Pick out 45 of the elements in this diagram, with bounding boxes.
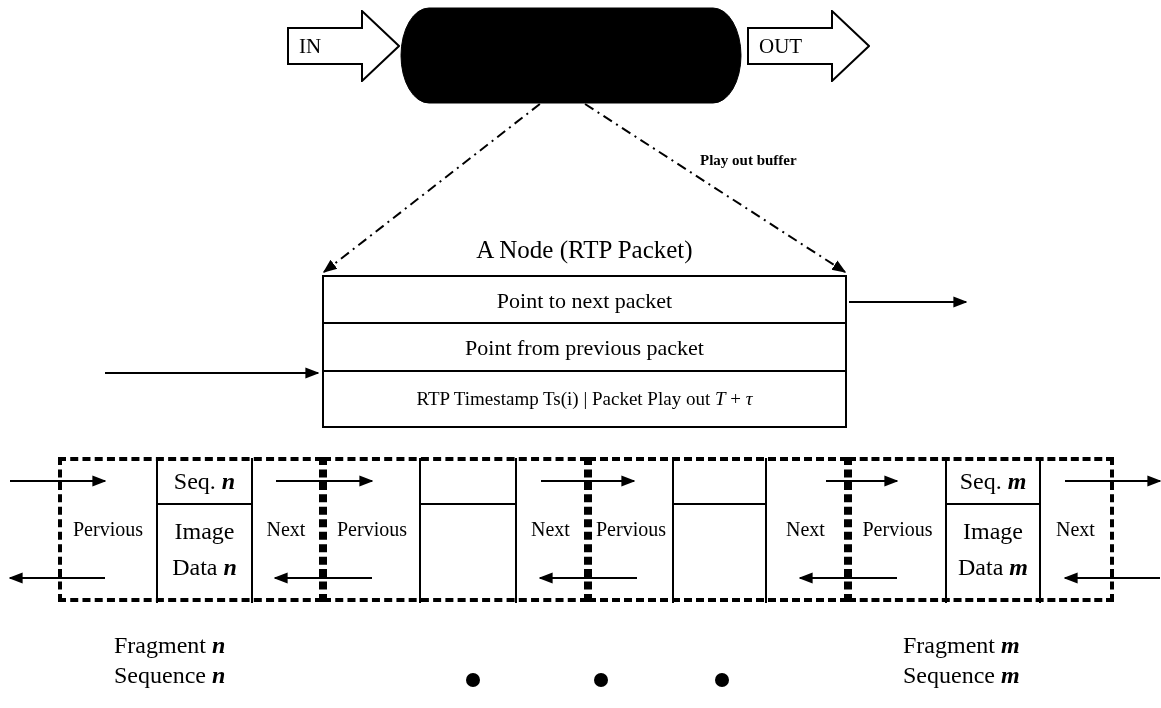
pointer-label: Pervious	[336, 517, 408, 541]
fragment-caption: Fragment m Sequence m	[903, 631, 1021, 690]
packet-field: Point from previous packet	[324, 324, 845, 372]
arrow	[1063, 572, 1161, 584]
fragment-box	[588, 457, 848, 602]
arrow-label: OUT	[759, 33, 803, 59]
arrow	[8, 572, 106, 584]
pointer-label: Pervious	[595, 517, 667, 541]
pointer-label: Pervious	[861, 517, 934, 541]
buffer-caption: Play out buffer	[700, 152, 797, 169]
arrow	[848, 296, 968, 308]
arrow	[9, 475, 107, 487]
data-cell: Seq. n	[156, 458, 253, 505]
block-arrow	[747, 10, 870, 82]
dash-dot-arrow	[322, 103, 541, 273]
packet-field: RTP Timestamp Ts(i) | Packet Play out T + τ	[324, 372, 845, 426]
dash-dot-arrow	[584, 103, 847, 273]
data-cell: Image Data n	[156, 505, 253, 603]
empty-cell	[672, 505, 767, 603]
empty-cell	[672, 458, 767, 505]
data-cell: Seq. m	[945, 458, 1041, 505]
arrow	[538, 572, 638, 584]
fragment-box	[848, 457, 1114, 602]
arrow	[798, 572, 898, 584]
arrow	[275, 475, 374, 487]
arrow	[825, 475, 899, 487]
pointer-label: Next	[530, 517, 571, 541]
arrow	[1064, 475, 1161, 487]
block-arrow	[287, 10, 400, 82]
arrow	[273, 572, 373, 584]
arrow	[104, 367, 320, 379]
fragment-box	[58, 457, 323, 602]
pointer-label: Next	[265, 517, 307, 541]
packet-field: Point to next packet	[324, 277, 845, 324]
data-cell: Image Data m	[945, 505, 1041, 603]
node-title: A Node (RTP Packet)	[475, 235, 694, 265]
pointer-label: Next	[785, 517, 826, 541]
fragment-caption: Fragment n Sequence n	[114, 631, 227, 690]
arrow	[540, 475, 636, 487]
pointer-label: Next	[1055, 517, 1096, 541]
empty-cell	[419, 505, 517, 603]
empty-cell	[419, 458, 517, 505]
pointer-label: Pervious	[72, 517, 144, 541]
arrow-label: IN	[299, 33, 322, 59]
fragment-box	[323, 457, 588, 602]
